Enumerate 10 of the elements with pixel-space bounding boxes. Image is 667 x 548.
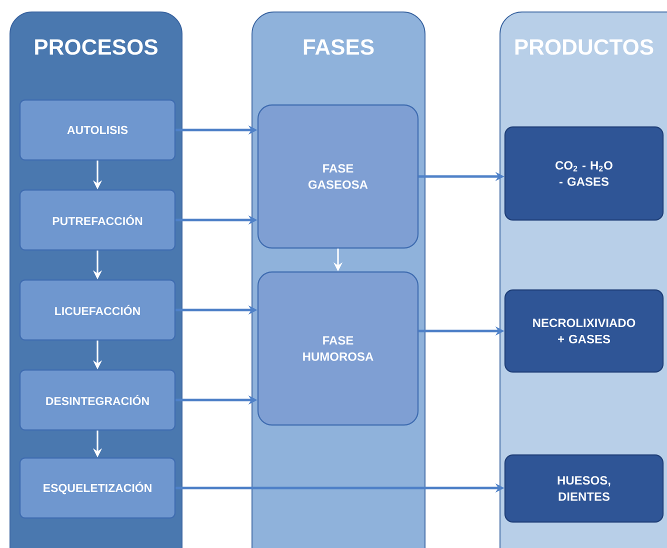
process-box: ESQUELETIZACIÓN: [19, 457, 176, 519]
process-box: LICUEFACCIÓN: [19, 279, 176, 341]
phase-box: FASE GASEOSA: [257, 104, 419, 249]
product-box: NECROLIXIVIADO + GASES: [504, 289, 664, 373]
process-box: DESINTEGRACIÓN: [19, 369, 176, 431]
process-box: AUTOLISIS: [19, 99, 176, 161]
phase-box: FASE HUMOROSA: [257, 271, 419, 426]
product-box: CO$_{2}$ - H$_{2}$O - GASES: [504, 126, 664, 221]
product-box: HUESOS, DIENTES: [504, 454, 664, 523]
process-box: PUTREFACCIÓN: [19, 189, 176, 251]
